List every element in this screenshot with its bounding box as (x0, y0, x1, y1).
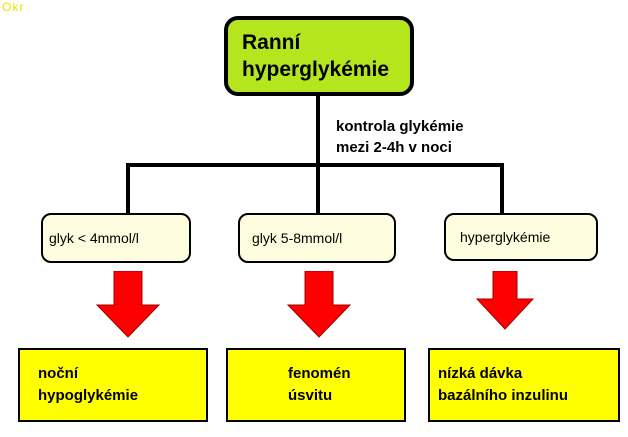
down-arrow-icon (475, 271, 535, 330)
horizontal-connector-line (126, 163, 504, 167)
trunk-line (316, 96, 320, 166)
condition-node-3: hyperglykémie (444, 213, 598, 261)
result-node-3-line1: nízká dávka (438, 365, 523, 382)
root-node-line1: Ranní (242, 31, 301, 54)
condition-node-1: glyk < 4mmol/l (41, 213, 191, 263)
condition-node-2: glyk 5-8mmol/l (238, 213, 396, 263)
root-node: Ranní hyperglykémie (224, 16, 414, 96)
result-node-1: noční hypoglykémie (18, 348, 208, 422)
result-node-3: nízká dávka bazálního inzulinu (428, 348, 620, 422)
branch-line-left (126, 163, 130, 215)
condition-node-3-label: hyperglykémie (460, 229, 551, 245)
connector-label-line1: kontrola glykémie (336, 118, 464, 135)
result-node-1-line1: noční (38, 365, 78, 382)
branch-line-middle (316, 163, 320, 215)
connector-label-line2: mezi 2-4h v noci (336, 139, 452, 156)
condition-node-1-label: glyk < 4mmol/l (49, 230, 139, 246)
root-node-line2: hyperglykémie (242, 58, 390, 81)
result-node-2: fenomén úsvitu (226, 348, 406, 422)
result-node-1-line2: hypoglykémie (38, 387, 139, 404)
condition-node-2-label: glyk 5-8mmol/l (252, 230, 343, 246)
result-node-3-line2: bazálního inzulinu (438, 387, 568, 404)
result-node-2-line2: úsvitu (288, 387, 333, 404)
result-node-2-line1: fenomén (288, 365, 351, 382)
connector-label: kontrola glykémie mezi 2-4h v noci (336, 116, 464, 158)
down-arrow-icon (95, 271, 161, 338)
corner-label: Okr (2, 0, 25, 14)
down-arrow-icon (286, 271, 352, 338)
branch-line-right (500, 163, 504, 215)
